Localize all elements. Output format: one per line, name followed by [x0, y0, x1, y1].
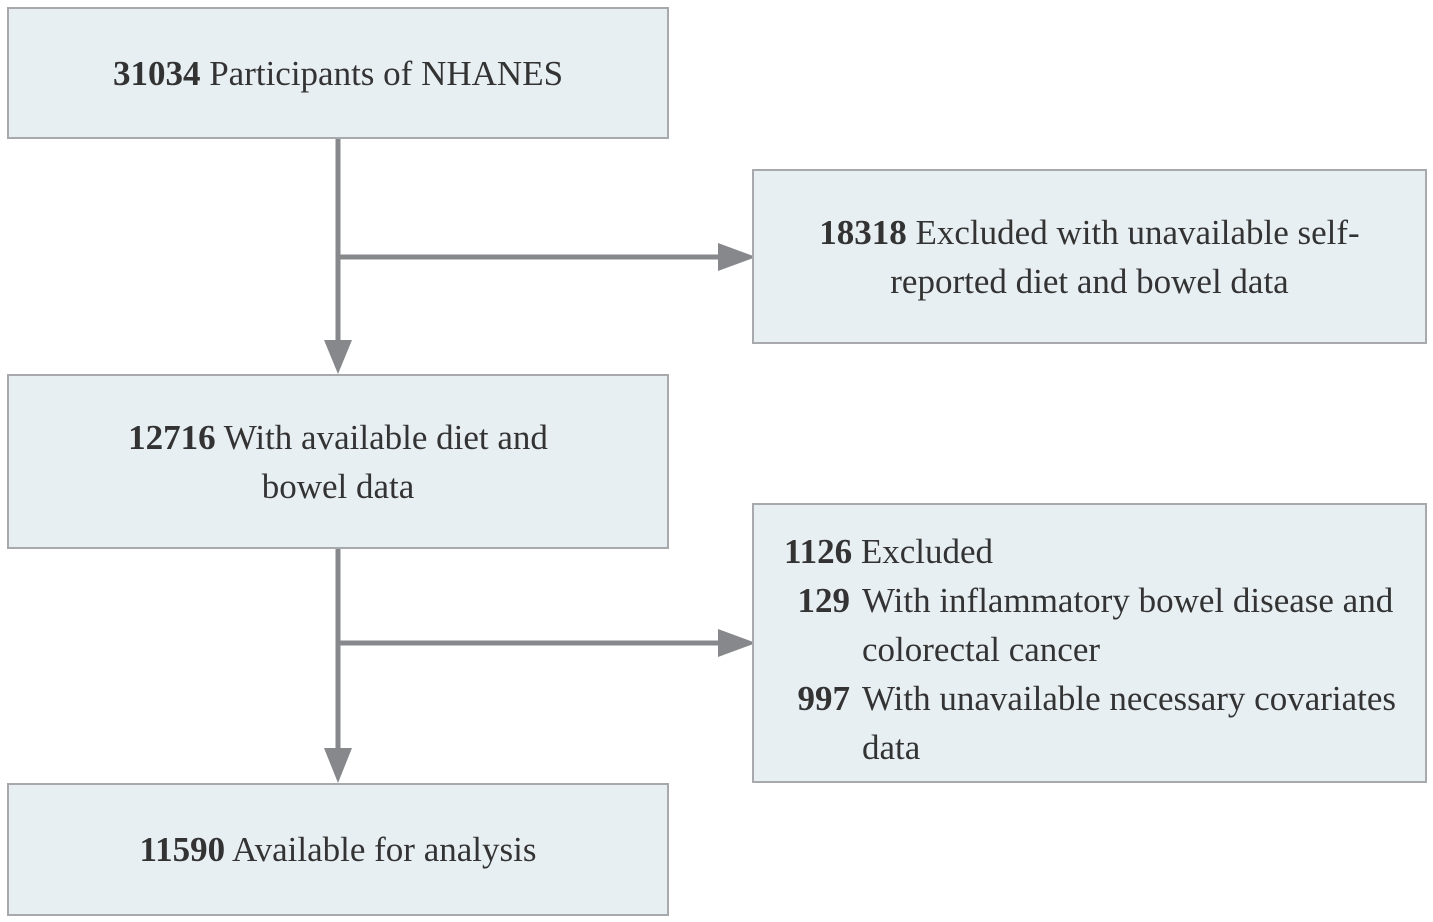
excluded-2-count: 1126 [784, 532, 853, 571]
box-excluded-2: 1126 Excluded 129 With inflammatory bowe… [752, 503, 1427, 783]
analysis-label: Available for analysis [231, 830, 537, 869]
enrolled-text: 31034 Participants of NHANES [113, 49, 563, 98]
arrowhead-right-2 [718, 629, 756, 657]
available-count: 12716 [128, 417, 216, 457]
analysis-text: 11590 Available for analysis [140, 825, 537, 874]
arrowhead-down-2 [324, 748, 352, 783]
analysis-count: 11590 [139, 830, 226, 869]
enrolled-label: Participants of NHANES [209, 53, 564, 93]
available-label: With available diet and bowel data [223, 417, 548, 506]
box-available: 12716 With available diet and bowel data [7, 374, 669, 549]
excluded-1-text: 18318 Excluded with unavailable self-rep… [785, 208, 1395, 306]
exclusion-reason-count: 997 [797, 679, 851, 718]
excluded-1-count: 18318 [819, 212, 907, 252]
excluded-2-content: 1126 Excluded 129 With inflammatory bowe… [754, 505, 1425, 781]
box-enrolled: 31034 Participants of NHANES [7, 7, 669, 139]
excluded-2-heading: 1126 Excluded [784, 527, 993, 576]
arrowhead-right-1 [718, 243, 756, 271]
excluded-1-label: Excluded with unavailable self-reported … [890, 212, 1360, 301]
enrolled-count: 31034 [112, 53, 201, 93]
exclusion-reason-label: With unavailable necessary covariates da… [862, 679, 1397, 767]
exclusion-reason-count: 129 [797, 581, 851, 620]
box-analysis: 11590 Available for analysis [7, 783, 669, 916]
excluded-2-label: Excluded [860, 532, 994, 571]
exclusion-reason-label: With inflammatory bowel disease and colo… [862, 581, 1394, 669]
available-text: 12716 With available diet and bowel data [88, 413, 588, 511]
arrowhead-down-1 [324, 340, 352, 374]
box-excluded-1: 18318 Excluded with unavailable self-rep… [752, 169, 1427, 344]
